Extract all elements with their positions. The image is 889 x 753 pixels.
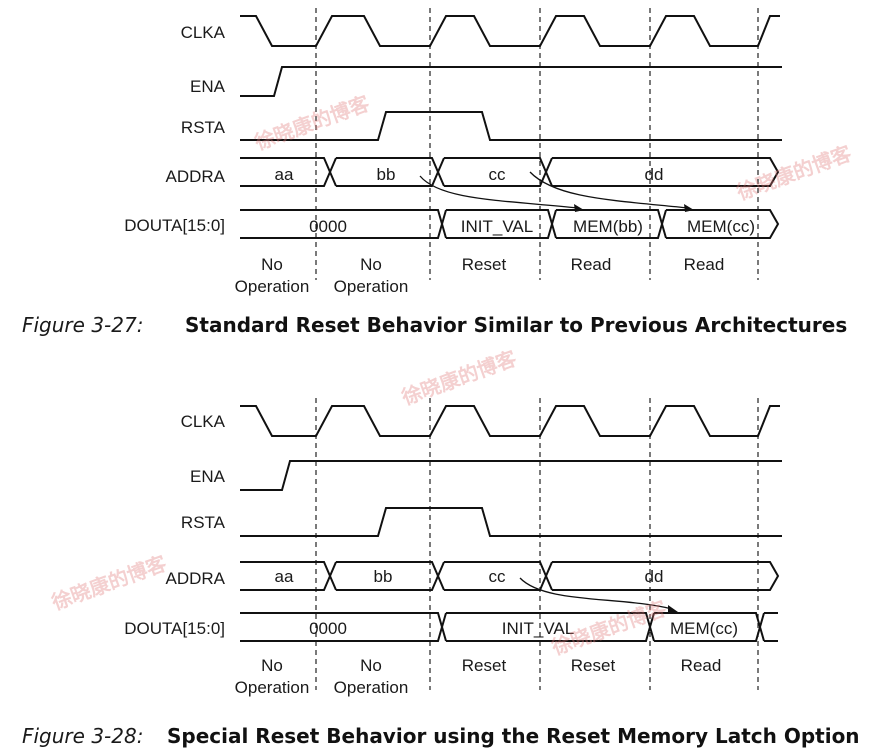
ena-waveform [240,460,782,491]
op-label-2b: Operation [334,678,409,697]
addra-value-cc: cc [489,165,507,184]
figure-3-27: CLKA ENA RSTA ADDRA DOUTA[15:0] aa bb cc… [22,8,847,337]
douta-value-mem-cc: MEM(cc) [670,619,738,638]
clock-edge-gridlines [315,8,759,280]
douta-value-init-val: INIT_VAL [502,619,574,638]
addra-value-bb: bb [374,567,393,586]
addra-value-aa: aa [275,165,294,184]
signal-label-douta: DOUTA[15:0] [124,619,225,638]
douta-value-0000: 0000 [309,217,347,236]
douta-value-init-val: INIT_VAL [461,217,533,236]
clock-edge-gridlines [315,398,759,690]
rsta-waveform [240,111,782,141]
clka-waveform [240,15,780,47]
watermark: 徐晓康的博客 [251,91,374,155]
douta-value-mem-bb: MEM(bb) [573,217,643,236]
latency-arrows [419,171,694,212]
op-label-1b: Operation [235,678,310,697]
watermark: 徐晓康的博客 [733,141,856,205]
figure-3-28: CLKA ENA RSTA ADDRA DOUTA[15:0] aa bb cc… [22,398,860,748]
signal-label-clka: CLKA [181,412,226,431]
figure-number: Figure 3-28: [22,724,143,748]
figure-number: Figure 3-27: [22,313,143,337]
op-label-4: Reset [571,656,616,675]
op-label-2: No [360,255,382,274]
addra-value-aa: aa [275,567,294,586]
signal-label-ena: ENA [190,467,226,486]
op-label-2b: Operation [334,277,409,296]
op-label-1: No [261,255,283,274]
douta-value-mem-cc: MEM(cc) [687,217,755,236]
addra-value-cc: cc [489,567,507,586]
figure-title: Special Reset Behavior using the Reset M… [167,724,860,748]
douta-bus [240,209,780,239]
latency-arrows [519,577,678,613]
clka-waveform [240,405,780,437]
addra-bus [240,561,780,591]
op-label-1b: Operation [235,277,310,296]
signal-label-clka: CLKA [181,23,226,42]
op-label-4: Read [571,255,612,274]
ena-waveform [240,66,782,97]
signal-label-rsta: RSTA [181,513,226,532]
signal-label-addra: ADDRA [165,569,225,588]
op-label-3: Reset [462,255,507,274]
rsta-waveform [240,507,782,537]
op-label-3: Reset [462,656,507,675]
watermark: 徐晓康的博客 [398,346,521,410]
addra-value-bb: bb [377,165,396,184]
watermark: 徐晓康的博客 [48,551,171,615]
op-label-5: Read [684,255,725,274]
douta-bus [240,612,778,642]
signal-label-rsta: RSTA [181,118,226,137]
signal-label-douta: DOUTA[15:0] [124,216,225,235]
signal-label-ena: ENA [190,77,226,96]
addra-value-dd: dd [645,165,664,184]
addra-value-dd: dd [645,567,664,586]
addra-bus [240,157,780,187]
op-label-5: Read [681,656,722,675]
signal-label-addra: ADDRA [165,167,225,186]
op-label-1: No [261,656,283,675]
op-label-2: No [360,656,382,675]
figure-title: Standard Reset Behavior Similar to Previ… [185,313,847,337]
douta-value-0000: 0000 [309,619,347,638]
